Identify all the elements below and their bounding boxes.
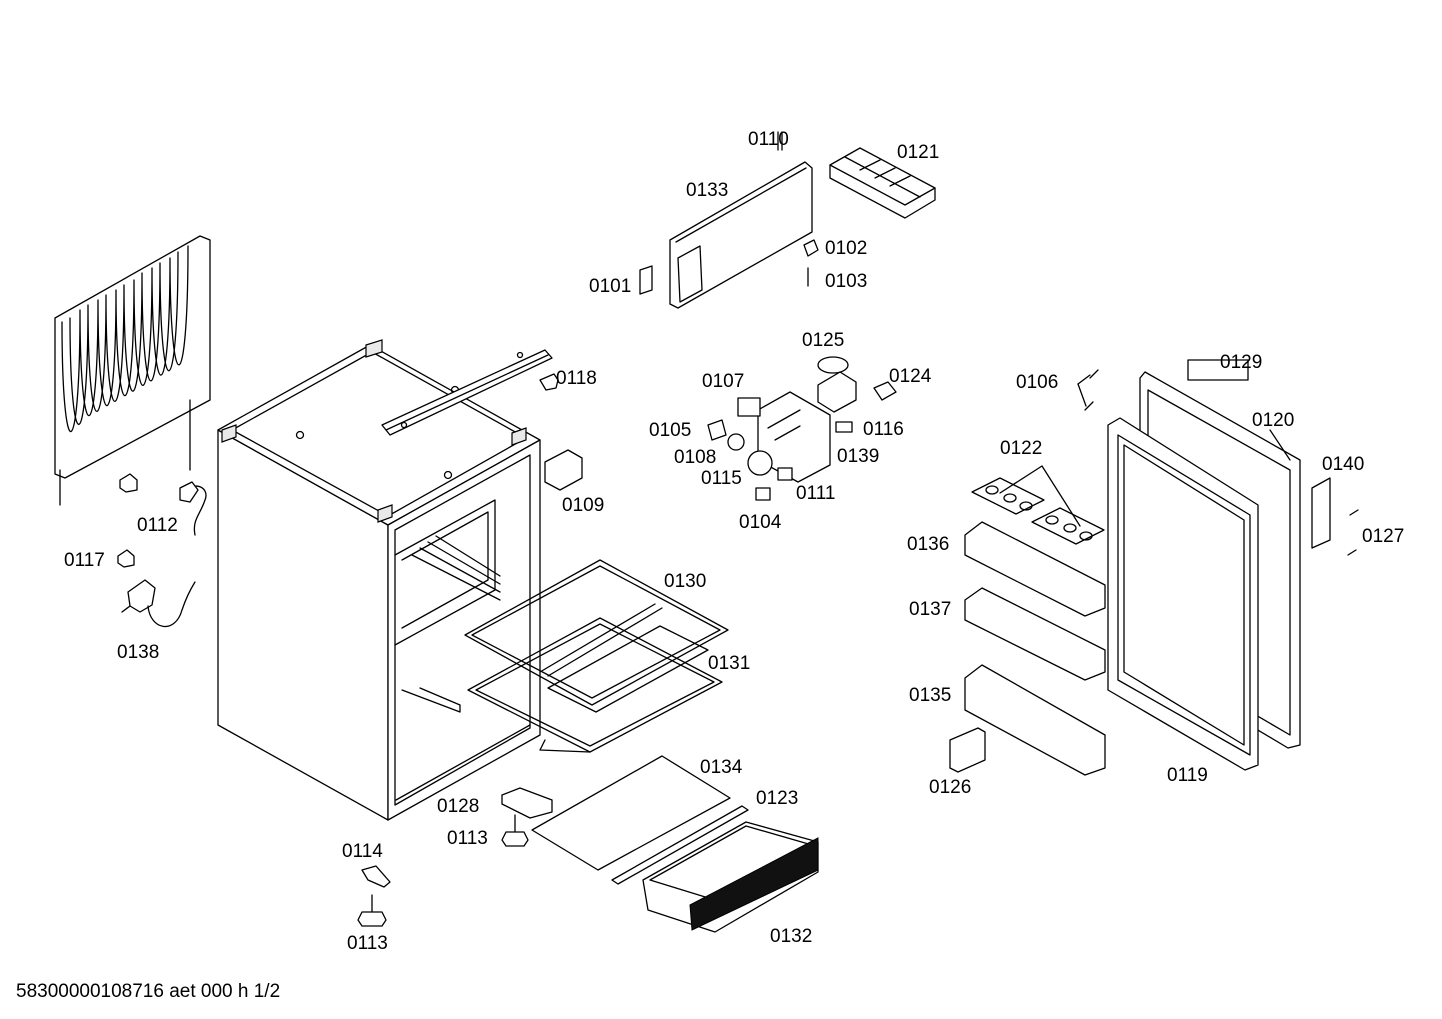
part-label: 0138 [117, 642, 160, 663]
part-label: 0109 [562, 495, 605, 516]
glass-shelf [531, 755, 731, 871]
door-gasket [1107, 417, 1259, 771]
part-label: 0134 [700, 757, 743, 778]
part-label: 0113 [447, 828, 488, 849]
part-label: 0107 [702, 371, 745, 392]
part-label: 0126 [929, 777, 972, 798]
adjustable-foot-2 [357, 894, 387, 927]
thermostat-housing [707, 356, 897, 501]
part-label: 0115 [701, 468, 742, 489]
part-label: 0112 [137, 515, 178, 536]
cover-bracket [544, 449, 583, 491]
crisper-drawer [642, 821, 819, 933]
part-label: 0123 [756, 788, 799, 809]
part-label: 0135 [909, 685, 952, 706]
part-label: 0131 [708, 653, 751, 674]
document-code-footer: 58300000108716 aet 000 h 1/2 [16, 981, 281, 1002]
foot-bracket [361, 865, 391, 888]
part-label: 0129 [1220, 352, 1263, 373]
door-shelf-1 [964, 521, 1106, 617]
part-label: 0116 [863, 419, 904, 440]
freezer-door [639, 131, 813, 309]
door-shelf-2 [964, 587, 1106, 681]
part-label: 0113 [347, 933, 388, 954]
door-shelf-3 [964, 664, 1106, 776]
power-cord [121, 579, 196, 628]
part-label: 0110 [748, 129, 789, 150]
egg-trays [971, 477, 1105, 545]
part-label: 0122 [1000, 438, 1043, 459]
bottle-stop [949, 727, 986, 773]
adjustable-foot [501, 814, 529, 847]
part-label: 0124 [889, 366, 932, 387]
part-label: 0133 [686, 180, 729, 201]
cabinet [217, 339, 541, 821]
part-label: 0120 [1252, 410, 1295, 431]
wire-shelves [464, 559, 729, 753]
part-label: 0130 [664, 571, 707, 592]
part-label: 0139 [837, 446, 880, 467]
part-label: 0140 [1322, 454, 1365, 475]
part-label: 0101 [589, 276, 632, 297]
part-label: 0118 [556, 368, 597, 389]
part-label: 0132 [770, 926, 813, 947]
condenser-coil [54, 235, 211, 506]
part-label: 0121 [897, 142, 940, 163]
part-label: 0114 [342, 841, 383, 862]
top-hinge-bracket [381, 349, 559, 436]
part-label: 0137 [909, 599, 952, 620]
part-label: 0106 [1016, 372, 1059, 393]
screws-right [1084, 369, 1359, 556]
clip-parts-left [117, 473, 207, 568]
part-label: 0111 [796, 483, 836, 504]
part-label: 0108 [674, 447, 717, 468]
latch-part [803, 239, 819, 257]
part-label: 0127 [1362, 526, 1405, 547]
part-label: 0119 [1167, 765, 1208, 786]
part-label: 0103 [825, 271, 868, 292]
bottom-hinge [501, 787, 553, 819]
part-label: 0128 [437, 796, 480, 817]
part-label: 0125 [802, 330, 845, 351]
part-label: 0102 [825, 238, 868, 259]
shelf-trim [611, 805, 749, 885]
part-label: 0117 [64, 550, 105, 571]
part-label: 0136 [907, 534, 950, 555]
leader-lines [999, 374, 1291, 527]
part-label: 0104 [739, 512, 782, 533]
ice-cube-tray [829, 147, 936, 219]
part-label: 0105 [649, 420, 692, 441]
